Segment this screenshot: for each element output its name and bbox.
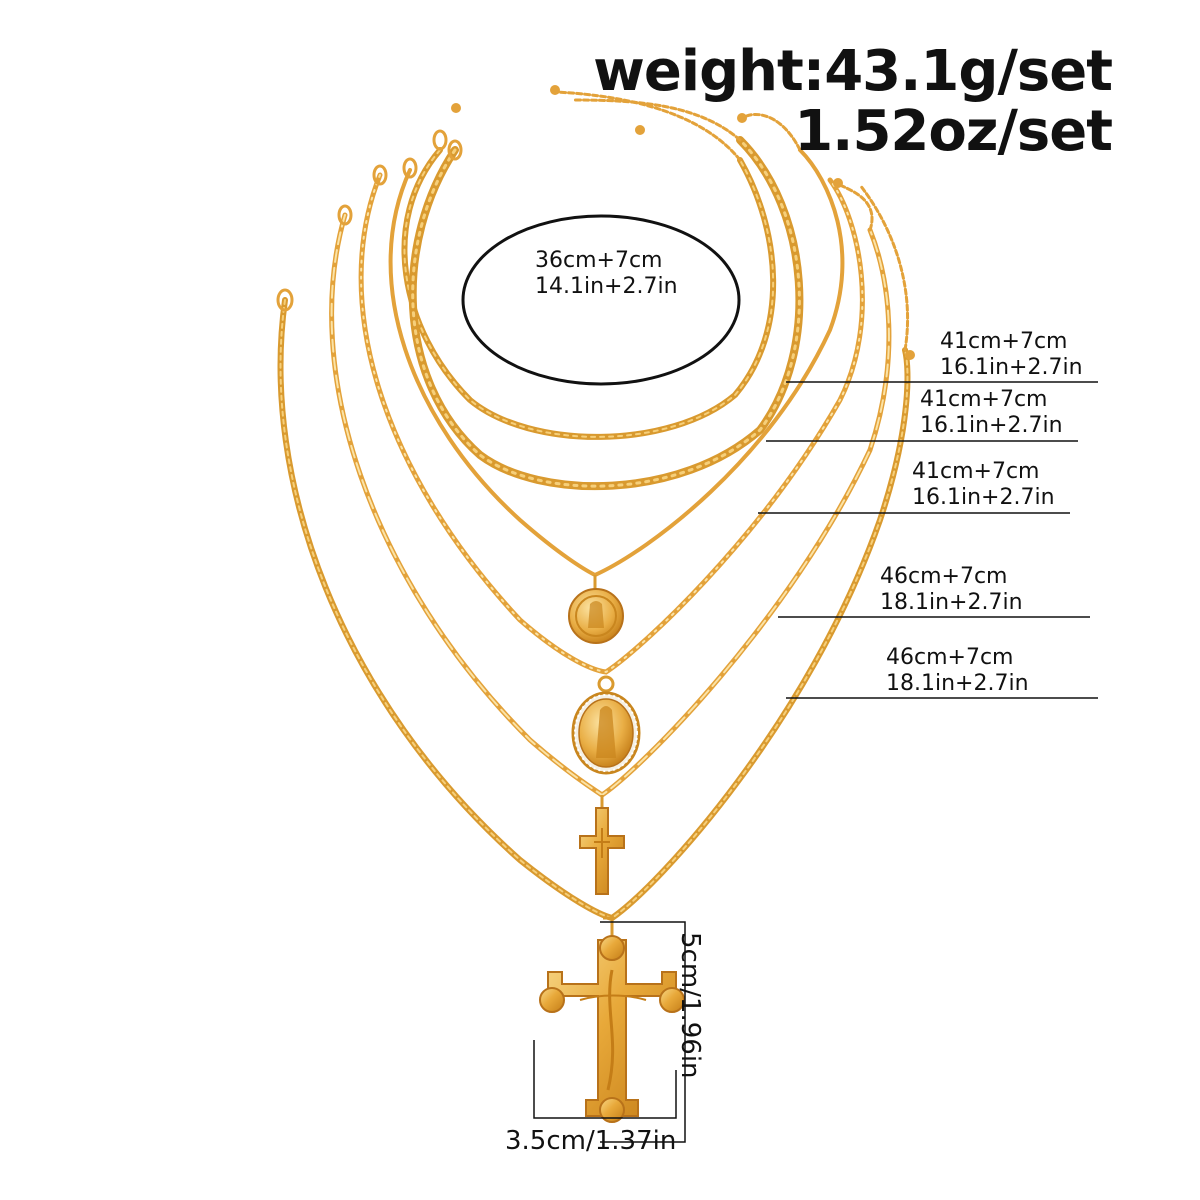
large-cross-pendant <box>539 916 685 1123</box>
lobster-clasp <box>337 204 353 226</box>
height-bracket <box>600 921 686 1143</box>
lobster-clasp <box>432 129 448 151</box>
extender-chain-5 <box>858 183 909 352</box>
size-label-rope-chain: 41cm+7cm 16.1in+2.7in <box>940 329 1083 381</box>
width-bracket <box>533 1040 677 1119</box>
chain-strands <box>277 90 911 922</box>
leader-lines <box>758 381 1098 699</box>
coin-pendant <box>568 575 624 644</box>
size-label-small-cross: 46cm+7cm 18.1in+2.7in <box>880 564 1023 616</box>
pendant-width-label: 3.5cm/1.37in <box>505 1126 677 1156</box>
pendant-height-label: 5cm/1.96in <box>675 932 705 1079</box>
extender-chain-4 <box>838 183 874 232</box>
lobster-clasp <box>372 164 388 186</box>
size-label-choker: 36cm+7cm 14.1in+2.7in <box>535 248 678 300</box>
end-ball <box>905 350 915 360</box>
dimension-brackets <box>533 921 686 1143</box>
size-inch: 16.1in+2.7in <box>920 413 1063 438</box>
size-inch: 16.1in+2.7in <box>912 485 1055 510</box>
size-inch: 14.1in+2.7in <box>535 274 678 299</box>
size-cm: 41cm+7cm <box>912 459 1040 484</box>
choker-outline <box>461 214 741 386</box>
lobster-clasp <box>402 157 418 179</box>
size-cm: 41cm+7cm <box>940 329 1068 354</box>
size-label-oval-medal: 41cm+7cm 16.1in+2.7in <box>912 459 1055 511</box>
size-cm: 46cm+7cm <box>880 564 1008 589</box>
extender-chain-2 <box>573 98 742 142</box>
lobster-clasp <box>276 288 294 312</box>
size-cm: 41cm+7cm <box>920 387 1048 412</box>
clasps <box>451 85 915 360</box>
size-label-coin-pendant: 41cm+7cm 16.1in+2.7in <box>920 387 1063 439</box>
small-cross-pendant <box>579 795 625 895</box>
oval-medal-pendant <box>571 675 641 775</box>
weight-grams-label: weight:43.1g/set <box>593 39 1113 104</box>
size-cm: 46cm+7cm <box>886 645 1014 670</box>
weight-ounces-label: 1.52oz/set <box>794 99 1113 164</box>
end-ball <box>550 85 560 95</box>
size-label-large-cross: 46cm+7cm 18.1in+2.7in <box>886 645 1029 697</box>
lobster-clasp <box>447 139 463 161</box>
size-inch: 16.1in+2.7in <box>940 355 1083 380</box>
size-inch: 18.1in+2.7in <box>886 671 1029 696</box>
end-ball <box>451 103 461 113</box>
size-inch: 18.1in+2.7in <box>880 590 1023 615</box>
end-ball <box>737 113 747 123</box>
extender-chain-1 <box>553 90 742 162</box>
end-ball <box>833 178 843 188</box>
size-cm: 36cm+7cm <box>535 248 663 273</box>
chain-coin <box>388 148 845 578</box>
end-ball <box>635 125 645 135</box>
lobster-clasps <box>276 129 463 312</box>
